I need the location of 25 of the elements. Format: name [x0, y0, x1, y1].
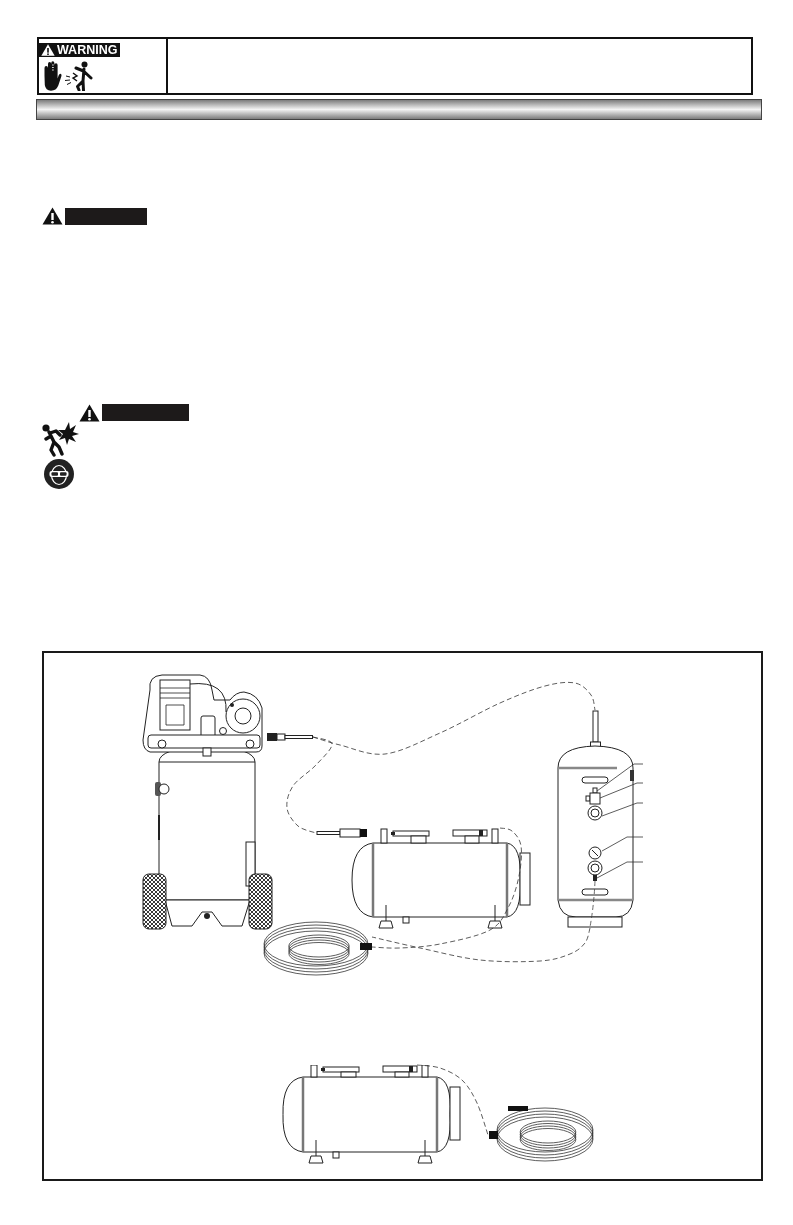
section-heading-bar — [36, 99, 762, 120]
round-fitting-drawing — [587, 805, 603, 821]
warning-box — [37, 37, 753, 95]
illustration-frame — [42, 651, 763, 1181]
signal-word: WARNING — [57, 43, 118, 57]
hose-fitting — [593, 875, 597, 881]
hose-line — [416, 1064, 489, 1136]
vertical-tank-drawing — [556, 710, 635, 928]
horizontal-tank-drawing — [316, 828, 531, 929]
leader-line — [601, 802, 644, 817]
hose-coil-drawing — [263, 921, 372, 978]
hose-line — [286, 736, 333, 834]
leader-line — [599, 782, 644, 799]
hose-line — [371, 827, 522, 949]
hose-line — [371, 927, 591, 963]
leader-line — [596, 861, 644, 879]
leader-line — [596, 763, 644, 792]
air-compressor-drawing — [140, 672, 313, 930]
horizontal-tank-drawing — [281, 1065, 461, 1165]
hose-coil-drawing — [488, 1105, 594, 1163]
leader-line — [601, 836, 644, 852]
valve-tip — [592, 787, 598, 794]
warning-label-bar — [65, 208, 147, 225]
warning-label-bar — [102, 404, 189, 421]
gauge-drawing — [587, 846, 603, 876]
